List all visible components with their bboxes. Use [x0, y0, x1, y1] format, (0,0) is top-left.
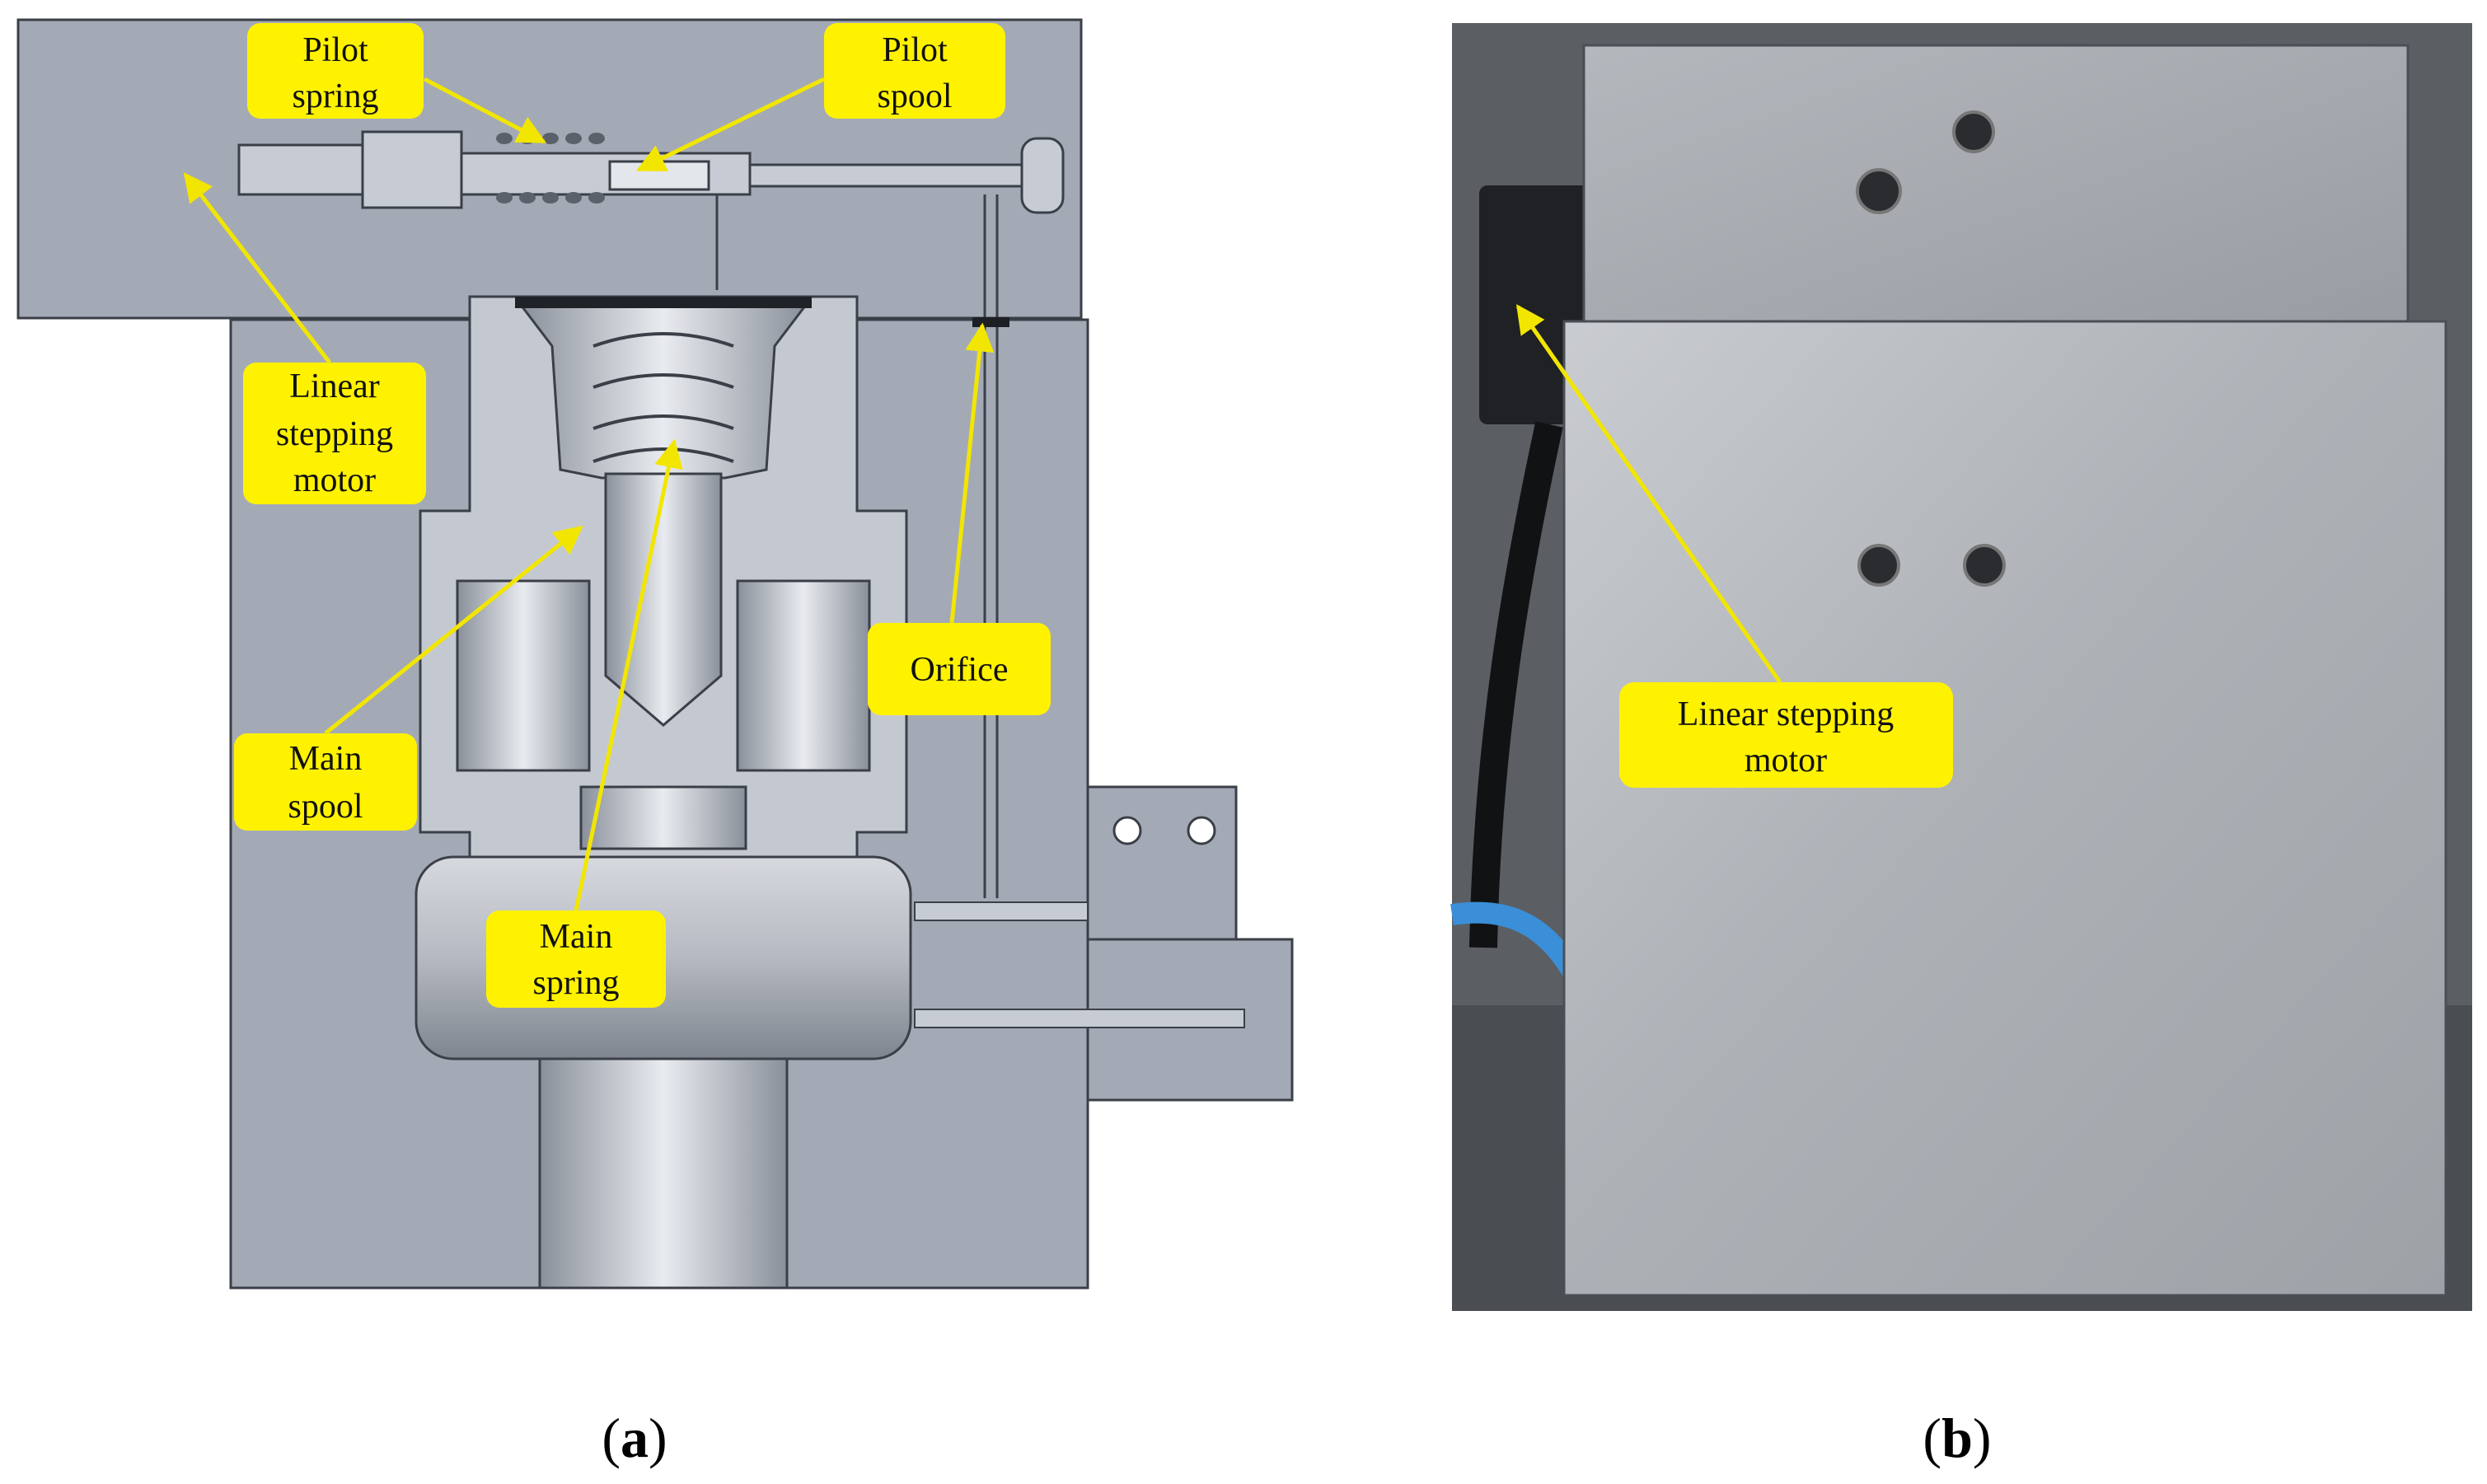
- callout-pilot-spring: Pilot spring: [247, 23, 424, 119]
- callout-main-spring-line1: Main: [540, 918, 613, 956]
- screw-3: [1857, 544, 1900, 587]
- motor-cable: [1469, 421, 1563, 948]
- caption-b-letter: b: [1941, 1407, 1973, 1469]
- callout-pilot-spring-line2: spring: [293, 77, 379, 115]
- screw-4: [1963, 544, 2006, 587]
- right-port: [736, 579, 871, 772]
- fitting-hole-right: [1187, 816, 1216, 845]
- callout-linear-stepping-motor-b: Linear stepping motor: [1619, 682, 1953, 788]
- caption-a-close: ): [649, 1407, 667, 1469]
- main-spool-cap: [518, 303, 809, 480]
- caption-a: (a): [602, 1407, 667, 1469]
- callout-lsm-b-line2: motor: [1745, 742, 1827, 779]
- caption-a-open: (: [602, 1407, 621, 1469]
- fitting-hole-left: [1112, 816, 1142, 845]
- callout-orifice-line1: Orifice: [911, 651, 1009, 689]
- screw-2: [1856, 168, 1902, 214]
- panel-b-photo: Linear stepping motor: [1450, 23, 2472, 1311]
- callout-main-spool: Main spool: [234, 733, 417, 831]
- pilot-bore: [237, 130, 1065, 214]
- callout-pilot-spool-line2: spool: [877, 77, 952, 115]
- caption-b: (b): [1923, 1407, 1991, 1469]
- callout-pilot-spool-line1: Pilot: [882, 31, 948, 69]
- panel-a-cross-section: Pilot spring Pilot spool Linear stepping…: [16, 18, 1294, 1290]
- connector-pipe-2: [914, 1009, 1245, 1028]
- left-port: [456, 579, 591, 772]
- connector-pipe-1: [914, 901, 1089, 921]
- caption-a-letter: a: [621, 1407, 649, 1469]
- right-fitting-upper: [1086, 785, 1238, 962]
- pilot-spool: [608, 160, 710, 191]
- callout-main-spring-line2: spring: [533, 964, 620, 1002]
- outlet-pipe: [538, 1057, 789, 1290]
- arrow-main-spring: [574, 438, 683, 911]
- upper-plate: [1582, 44, 2410, 344]
- callout-main-spool-line2: spool: [288, 788, 363, 826]
- callout-main-spool-line1: Main: [289, 740, 363, 778]
- callout-lsm-a-line2: stepping: [276, 415, 393, 453]
- front-plate: [1562, 320, 2447, 1297]
- arrow-linear-motor-b: [1515, 304, 1782, 684]
- caption-b-close: ): [1973, 1407, 1992, 1469]
- callout-main-spring: Main spring: [486, 911, 666, 1008]
- arrow-orifice: [949, 322, 995, 624]
- callout-arrows-a: [183, 77, 995, 911]
- orifice: [972, 317, 1009, 327]
- screw-1: [1952, 110, 1995, 153]
- callout-orifice: Orifice: [868, 623, 1051, 715]
- callout-lsm-a-line1: Linear: [289, 367, 380, 405]
- callout-pilot-spring-line1: Pilot: [302, 31, 368, 69]
- callout-lsm-a-line3: motor: [293, 461, 376, 499]
- callout-lsm-b-line1: Linear stepping: [1678, 695, 1894, 733]
- arrow-main-spool: [324, 525, 583, 735]
- main-spool-rim: [515, 297, 812, 308]
- main-spool-stem: [604, 472, 723, 727]
- caption-b-open: (: [1923, 1407, 1941, 1469]
- arrow-linear-motor-a: [183, 172, 331, 364]
- callout-pilot-spool: Pilot spool: [824, 23, 1005, 119]
- arrow-pilot-spool: [635, 77, 826, 172]
- callout-linear-stepping-motor-a: Linear stepping motor: [243, 363, 426, 504]
- valve-seat: [579, 785, 747, 850]
- arrow-pilot-spring: [423, 77, 547, 144]
